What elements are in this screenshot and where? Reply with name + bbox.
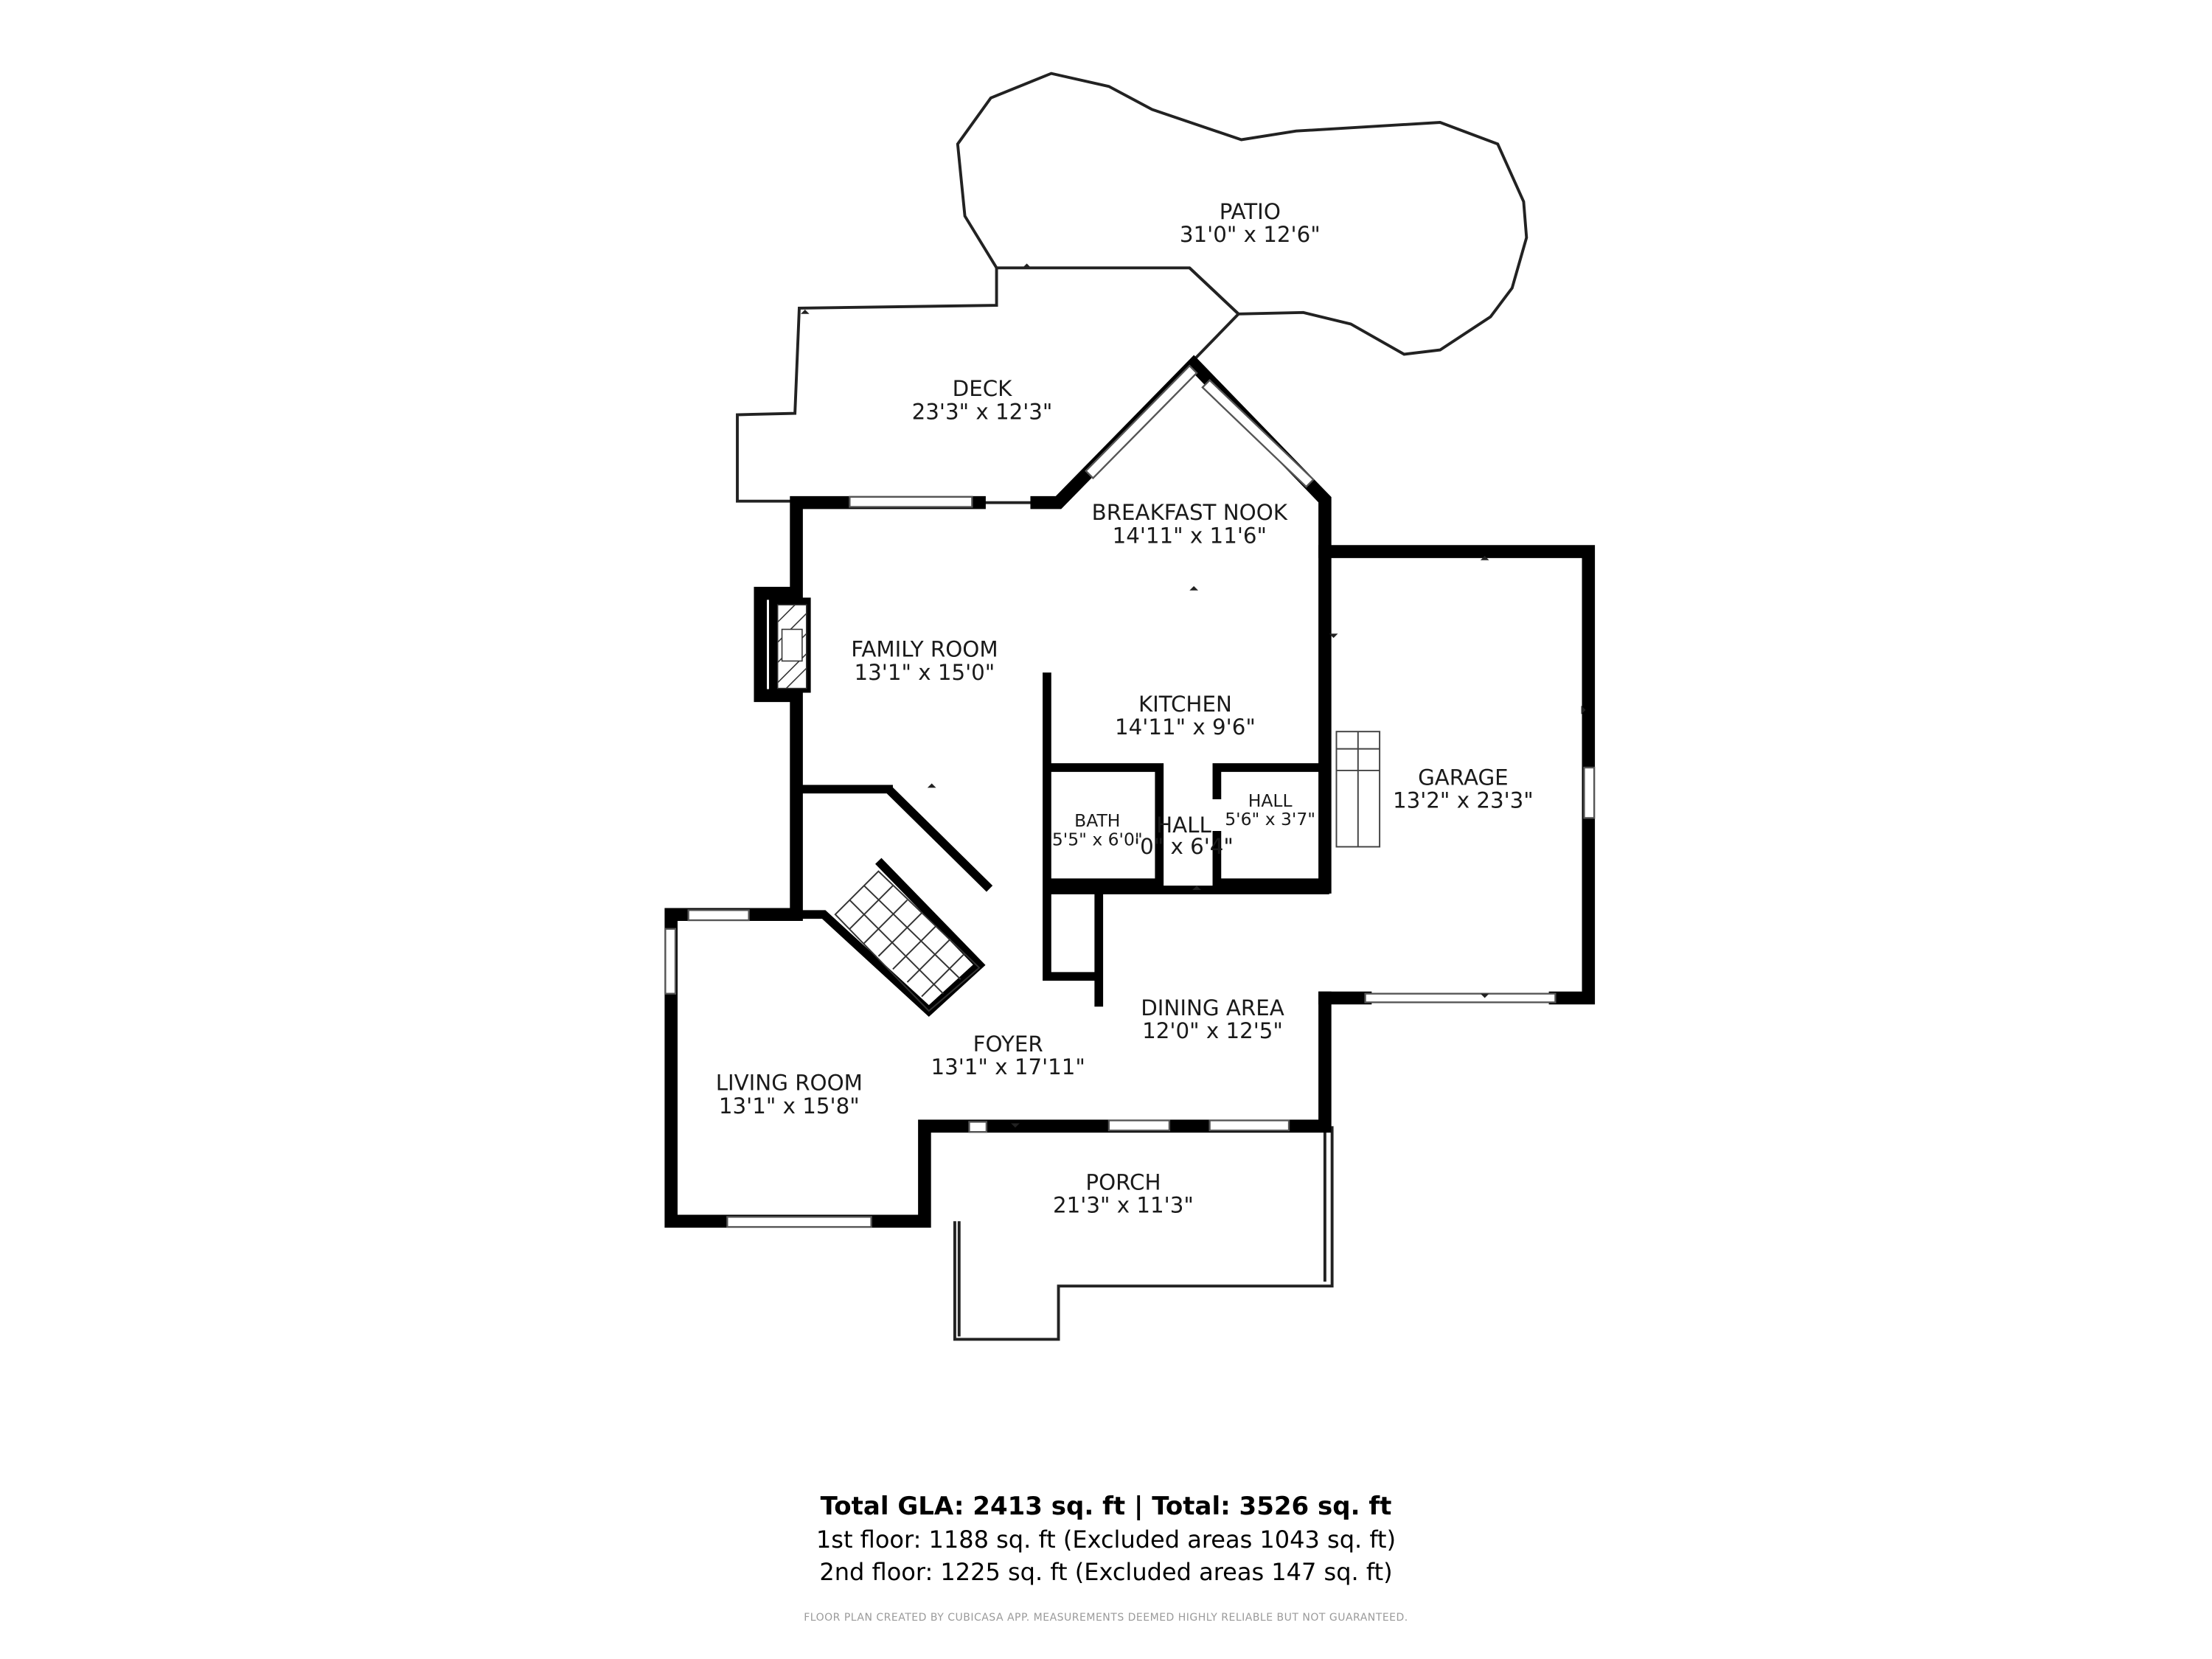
patio-name: PATIO: [1220, 199, 1281, 224]
foyer-dim: 13'1" x 17'11": [931, 1054, 1085, 1079]
room-label-breakfast-nook: BREAKFAST NOOK 14'11" x 11'6": [1092, 500, 1288, 548]
porch-outline: [928, 1126, 1334, 1341]
foyer-name: FOYER: [973, 1032, 1043, 1057]
room-label-bath: BATH 5'5" x 6'0": [1052, 810, 1143, 849]
room-label-hall: HALL '0" x 6'4": [1134, 813, 1234, 859]
room-label-family-room: FAMILY ROOM 13'1" x 15'0": [851, 637, 998, 685]
room-label-patio: PATIO 31'0" x 12'6": [1180, 199, 1321, 247]
family-room-dim: 13'1" x 15'0": [855, 660, 995, 685]
windows: [664, 364, 1596, 1228]
interior-walls: [792, 672, 1329, 1007]
porch-outline-inner: [957, 1130, 1326, 1337]
kitchen-name: KITCHEN: [1138, 692, 1232, 717]
room-label-hall-small: HALL 5'6" x 3'7": [1225, 790, 1315, 830]
deck-outline: [736, 266, 1241, 504]
area-summary: Total GLA: 2413 sq. ft | Total: 3526 sq.…: [0, 1489, 2212, 1588]
breakfast-nook-name: BREAKFAST NOOK: [1092, 500, 1288, 525]
room-label-kitchen: KITCHEN 14'11" x 9'6": [1115, 692, 1256, 740]
hall-name: HALL: [1156, 813, 1211, 838]
wall-markers: [800, 263, 1586, 1128]
second-floor-area: 2nd floor: 1225 sq. ft (Excluded areas 1…: [819, 1558, 1393, 1586]
dining-area-name: DINING AREA: [1141, 995, 1284, 1020]
main-walls: [664, 355, 1332, 1228]
garage-steps: [1335, 731, 1381, 848]
patio-dim: 31'0" x 12'6": [1180, 222, 1321, 247]
living-room-dim: 13'1" x 15'8": [719, 1093, 860, 1119]
deck-name: DECK: [953, 376, 1012, 401]
breakfast-nook-dim: 14'11" x 11'6": [1113, 523, 1267, 548]
room-label-porch: PORCH 21'3" x 11'3": [1053, 1169, 1194, 1217]
kitchen-dim: 14'11" x 9'6": [1115, 714, 1256, 740]
room-label-garage: GARAGE 13'2" x 23'3": [1393, 765, 1534, 813]
hall-dim: '0" x 6'4": [1134, 834, 1234, 859]
deck-dim: 23'3" x 12'3": [912, 399, 1053, 424]
room-label-foyer: FOYER 13'1" x 17'11": [931, 1032, 1085, 1079]
stairs: [834, 870, 981, 1012]
garage-name: GARAGE: [1418, 765, 1509, 790]
dining-area-dim: 12'0" x 12'5": [1142, 1018, 1283, 1043]
first-floor-area: 1st floor: 1188 sq. ft (Excluded areas 1…: [815, 1526, 1397, 1554]
bath-dim: 5'5" x 6'0": [1052, 829, 1143, 849]
porch-dim: 21'3" x 11'3": [1053, 1193, 1194, 1218]
room-label-dining-area: DINING AREA 12'0" x 12'5": [1141, 995, 1284, 1043]
living-room-name: LIVING ROOM: [716, 1071, 863, 1096]
family-room-name: FAMILY ROOM: [851, 637, 998, 662]
bath-name: BATH: [1074, 810, 1120, 831]
garage-dim: 13'2" x 23'3": [1393, 788, 1534, 813]
hall-small-name: HALL: [1248, 790, 1293, 811]
room-label-deck: DECK 23'3" x 12'3": [912, 376, 1053, 424]
total-area: Total GLA: 2413 sq. ft | Total: 3526 sq.…: [820, 1492, 1392, 1521]
disclaimer-text: FLOOR PLAN CREATED BY CUBICASA APP. MEAS…: [804, 1612, 1408, 1624]
porch-name: PORCH: [1085, 1169, 1161, 1194]
room-label-living-room: LIVING ROOM 13'1" x 15'8": [716, 1071, 863, 1119]
patio-outline: [956, 72, 1528, 356]
hall-small-dim: 5'6" x 3'7": [1225, 809, 1315, 830]
fireplace-hatch: [776, 604, 807, 689]
